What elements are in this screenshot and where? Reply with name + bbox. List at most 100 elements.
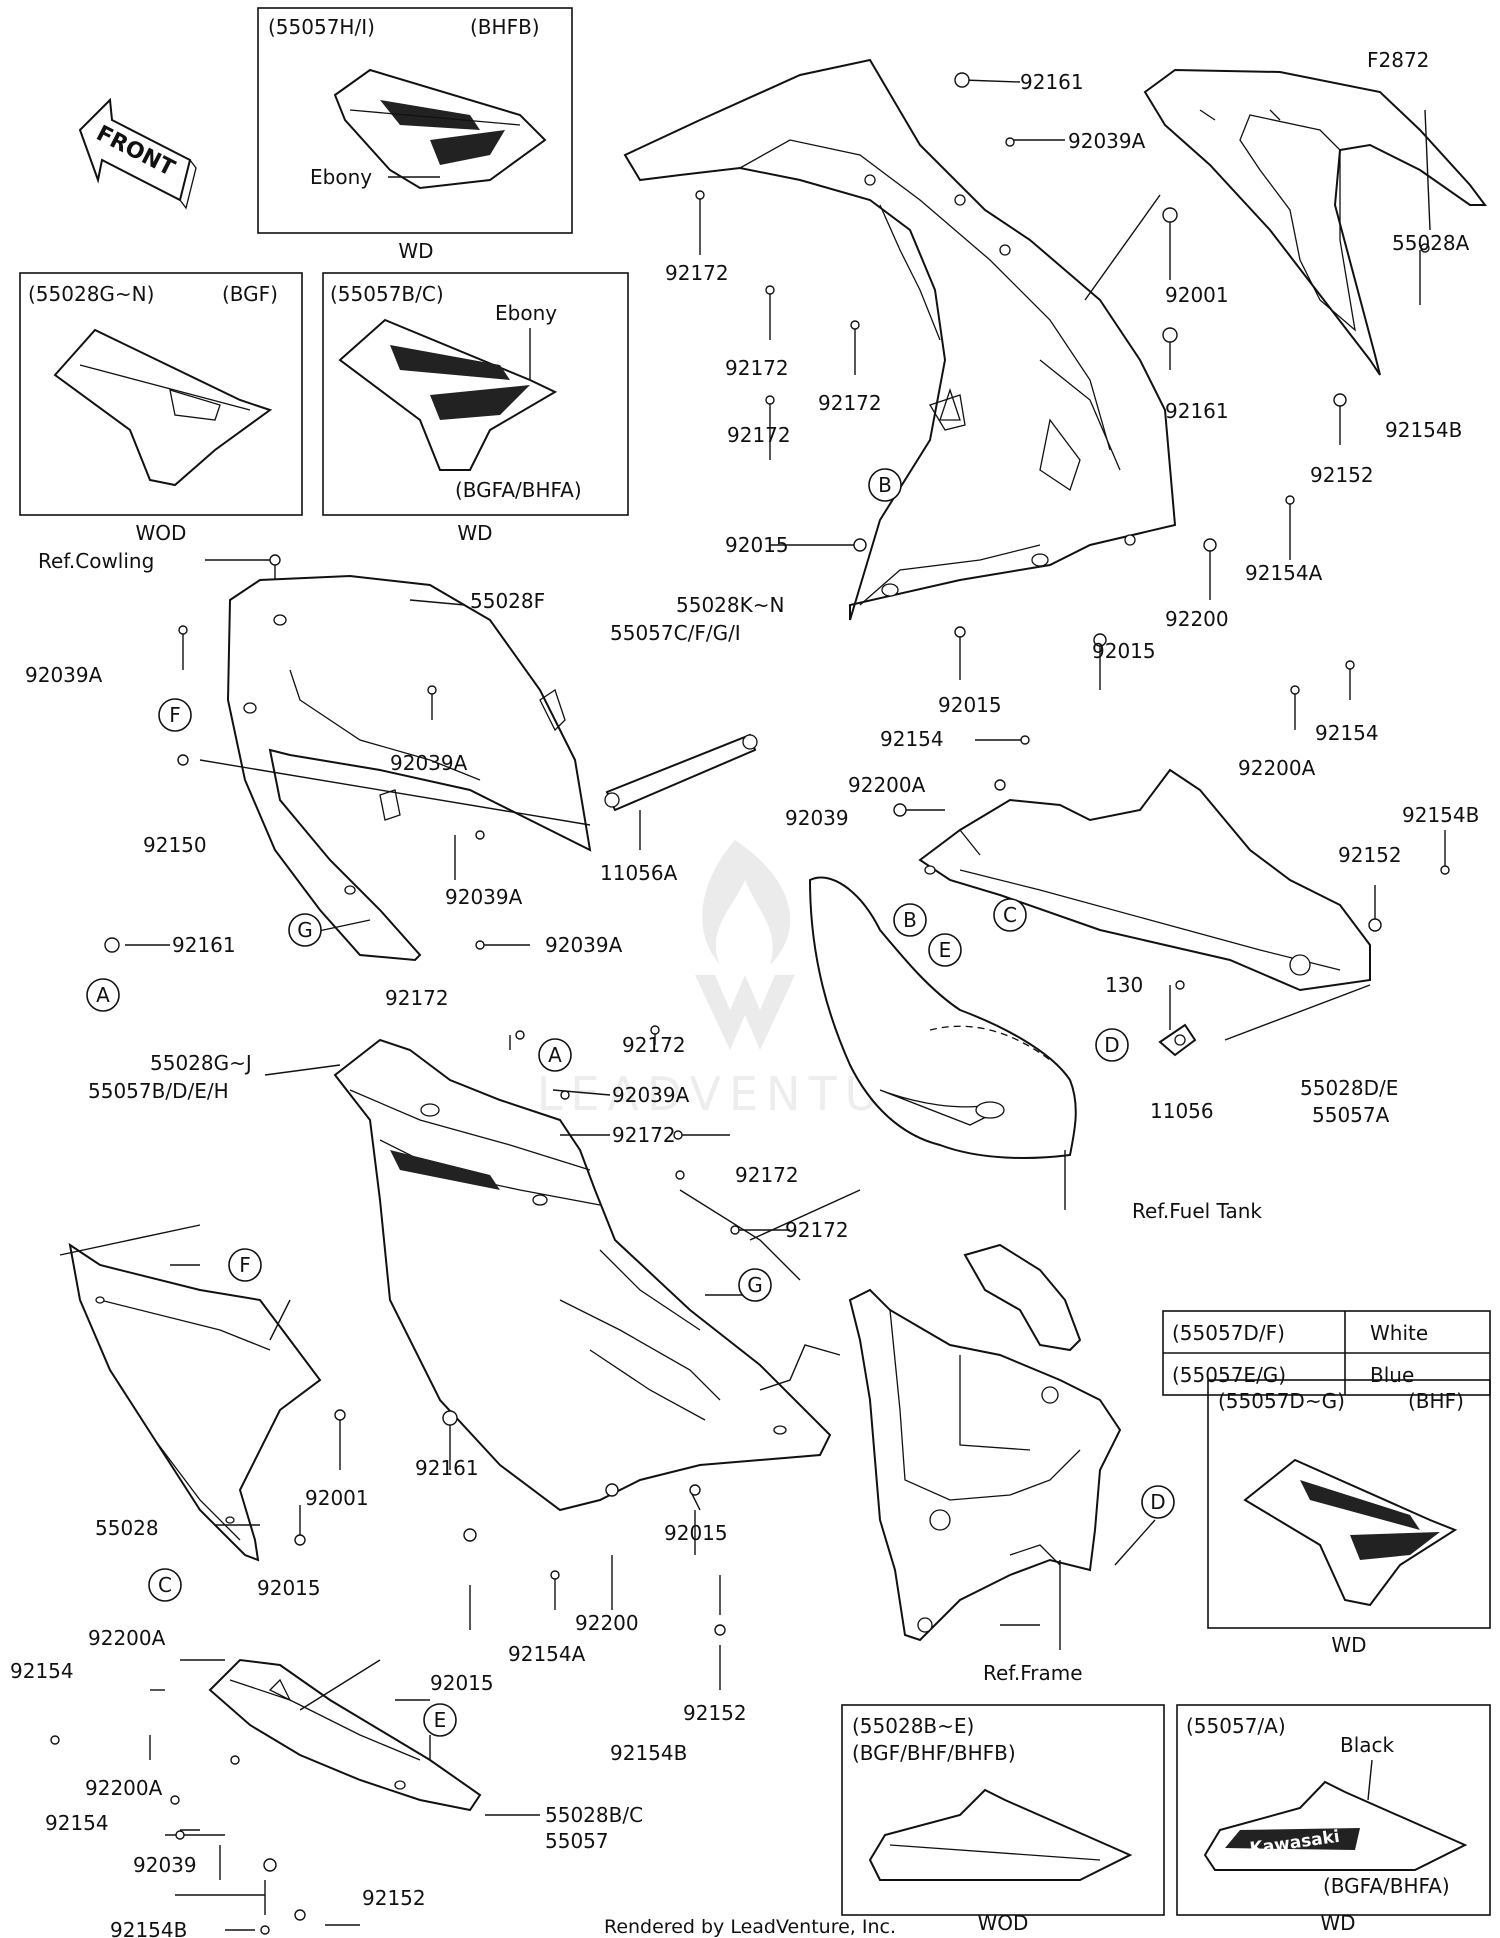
part-label: 92200A [848,773,926,797]
callout-b-mid-letter: B [903,908,917,932]
upper-cowl-assembly [623,58,1177,621]
ref-frame-label: Ref.Frame [983,1661,1083,1685]
ref-fuel-tank-label: Ref.Fuel Tank [1132,1199,1262,1223]
part-label: 55057B/D/E/H [88,1079,229,1103]
inset-bhf-box [1207,1379,1491,1629]
part-label: 92200 [575,1611,639,1635]
part-label: 55028B/C [545,1803,643,1827]
part-label: 92152 [1310,463,1374,487]
inset-bhf-tag: WD [1331,1633,1366,1657]
inset-lower-wd-note: Black [1340,1733,1395,1757]
part-label: 130 [1105,973,1143,997]
inset-bhf-code: (55057D~G) [1218,1389,1345,1413]
part-label: 92015 [664,1521,728,1545]
inset-bgfa-part-drawing [338,318,558,471]
part-label: 92015 [257,1576,321,1600]
inset-bgf-tag: WOD [136,521,187,545]
part-label: 55028D/E [1300,1076,1398,1100]
part-label: 92172 [785,1218,849,1242]
part-label: 92154 [1315,721,1379,745]
diagram-id: F2872 [1367,48,1429,72]
part-labels: 92161 92039A F2872 92172 92001 55028A 92… [10,48,1479,1938]
part-label: 92039 [785,806,849,830]
part-label: 92154 [10,1659,74,1683]
footer-credit: Rendered by LeadVenture, Inc. [604,1916,896,1938]
inset-bhfb-part-drawing [333,68,547,190]
part-label: 92172 [725,356,789,380]
callout-f-left: F [158,698,192,732]
color-table: (55057D/F) White (55057E/G) Blue [1162,1310,1491,1396]
color-table-code-1: (55057D/F) [1172,1321,1285,1345]
part-label: 92200A [1238,756,1316,780]
part-11056-bracket [1158,1023,1197,1057]
part-label: 92152 [1338,843,1402,867]
part-label: 92172 [735,1163,799,1187]
part-label: 92172 [622,1033,686,1057]
callout-d-mid-letter: D [1104,1033,1119,1057]
watermark-v-icon [695,975,795,1050]
inset-bgfa-model: (BGFA/BHFA) [455,478,582,502]
part-label: 55028K~N [676,593,784,617]
callout-g-left-letter: G [297,918,313,942]
ref-fuel-tank-drawing [808,876,1077,1159]
part-55028-side-panel [68,1242,322,1562]
part-55028a-panel [1143,68,1487,376]
inset-bgf-part-drawing [53,328,273,487]
inset-bgfa-code: (55057B/C) [330,282,444,306]
callout-g-lower: G [738,1268,772,1302]
fasteners [50,72,1450,1935]
inset-lower-wd-box [1176,1704,1491,1916]
callout-b-mid: B [893,903,927,937]
part-label: 92154B [610,1741,687,1765]
front-arrow: FRONT [78,97,197,210]
part-label: 92161 [1165,399,1229,423]
callout-e-lower-letter: E [434,1708,447,1732]
inset-bhf-part-drawing [1243,1458,1458,1607]
inset-lower-wd-part-drawing: Kawasaki [1203,1780,1468,1871]
inset-bhfb-note: Ebony [310,165,372,189]
part-label: 92200A [85,1776,163,1800]
part-55028f-cowl [226,574,592,962]
part-label: 92001 [305,1486,369,1510]
part-label: 92015 [1092,639,1156,663]
part-label: 92200A [88,1626,166,1650]
part-label: 92154A [508,1642,586,1666]
callout-a-mid-letter: A [548,1043,562,1067]
part-label: 92161 [1020,70,1084,94]
ref-cowling-label: Ref.Cowling [38,549,154,573]
part-label: 55028A [1392,231,1470,255]
part-label: 92039A [445,885,523,909]
inset-bgfa-note: Ebony [495,301,557,325]
inset-bgfa-tag: WD [457,521,492,545]
part-label: 92172 [818,391,882,415]
part-55028g-middle-cowl [333,1038,832,1512]
inset-lower-wd-tag: WD [1320,1911,1355,1935]
callout-a-mid: A [538,1038,572,1072]
inset-bhfb-code: (55057H/I) [268,15,375,39]
part-label: 92039 [133,1853,197,1877]
part-label: 92172 [612,1123,676,1147]
color-table-color-2: Blue [1370,1363,1414,1387]
part-label: 92154B [1402,803,1479,827]
part-label: 92039A [390,751,468,775]
callout-g-lower-letter: G [747,1273,763,1297]
part-label: 92172 [665,261,729,285]
callout-d-frame-letter: D [1150,1490,1165,1514]
part-label: 55028 [95,1516,159,1540]
inset-lower-wod-tag: WOD [978,1911,1029,1935]
leader-lines [59,79,1446,1931]
part-label: 55028F [470,589,545,613]
part-label: 92154B [1385,418,1462,442]
inset-bhfb-tag: WD [398,239,433,263]
callout-a-left-letter: A [96,983,110,1007]
part-label: 92001 [1165,283,1229,307]
part-label: 92154B [110,1918,187,1938]
callout-g-left: G [288,913,322,947]
part-label: 92200 [1165,607,1229,631]
callout-b-top: B [868,468,902,502]
callout-d-mid: D [1095,1028,1129,1062]
callout-d-frame: D [1141,1485,1175,1519]
part-label: 92015 [725,533,789,557]
part-label: 92015 [430,1671,494,1695]
